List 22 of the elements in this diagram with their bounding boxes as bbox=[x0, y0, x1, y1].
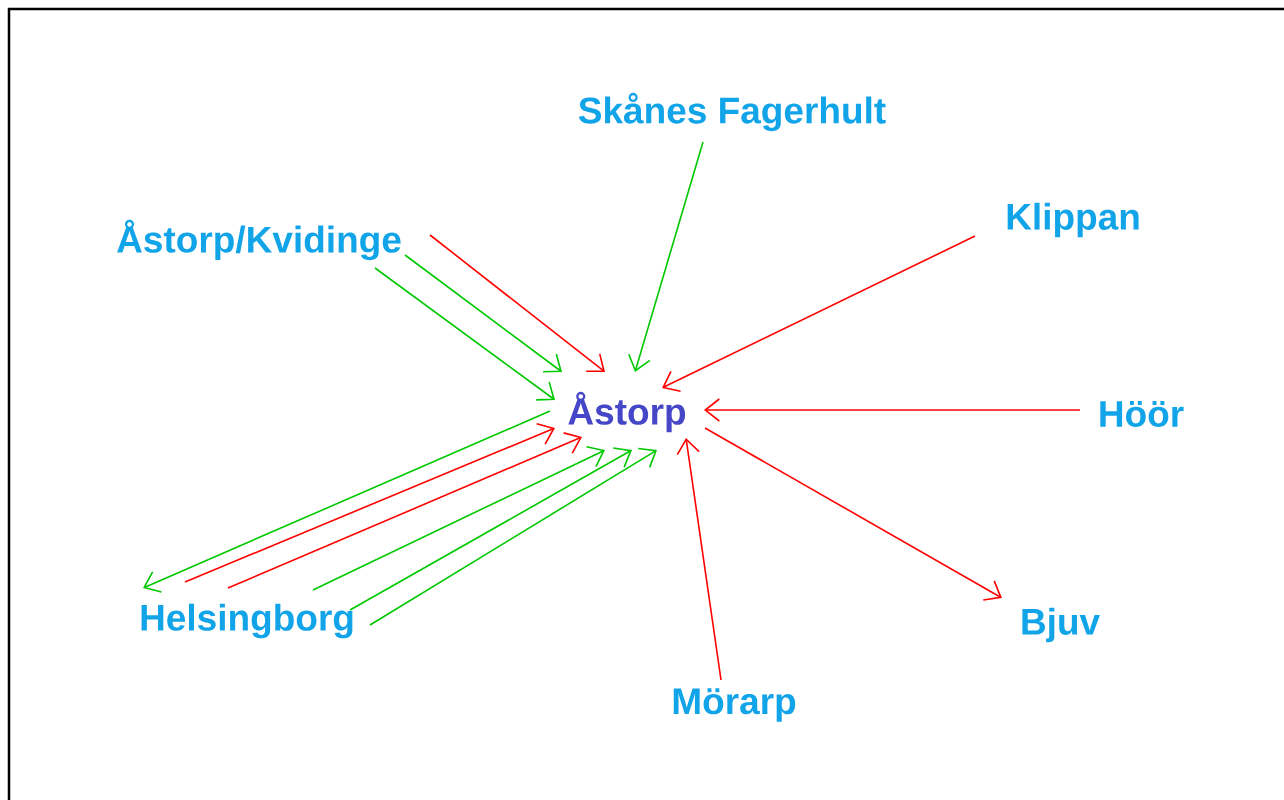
arrow bbox=[628, 141, 704, 372]
arrow bbox=[704, 398, 1081, 422]
arrow bbox=[676, 438, 722, 681]
place-label: Klippan bbox=[1007, 202, 1139, 238]
arrow bbox=[369, 447, 657, 626]
place-label: Åstorp/Kvidinge bbox=[117, 219, 401, 261]
place-label: Helsingborg bbox=[141, 603, 353, 639]
arrow bbox=[704, 427, 1002, 601]
arrow bbox=[227, 432, 582, 589]
arrow bbox=[349, 447, 632, 611]
arrow bbox=[429, 234, 605, 373]
arrow bbox=[312, 445, 605, 591]
arrow bbox=[404, 254, 562, 373]
arrow bbox=[662, 235, 976, 393]
place-label: Höör bbox=[1100, 401, 1184, 427]
arrow bbox=[374, 267, 555, 401]
place-label: Bjuv bbox=[1022, 607, 1100, 643]
place-label: Skånes Fagerhult bbox=[578, 92, 886, 132]
place-label: Åstorp bbox=[568, 391, 686, 433]
arrow bbox=[143, 410, 551, 593]
place-label: Mörarp bbox=[673, 688, 796, 722]
arrow bbox=[184, 422, 555, 583]
